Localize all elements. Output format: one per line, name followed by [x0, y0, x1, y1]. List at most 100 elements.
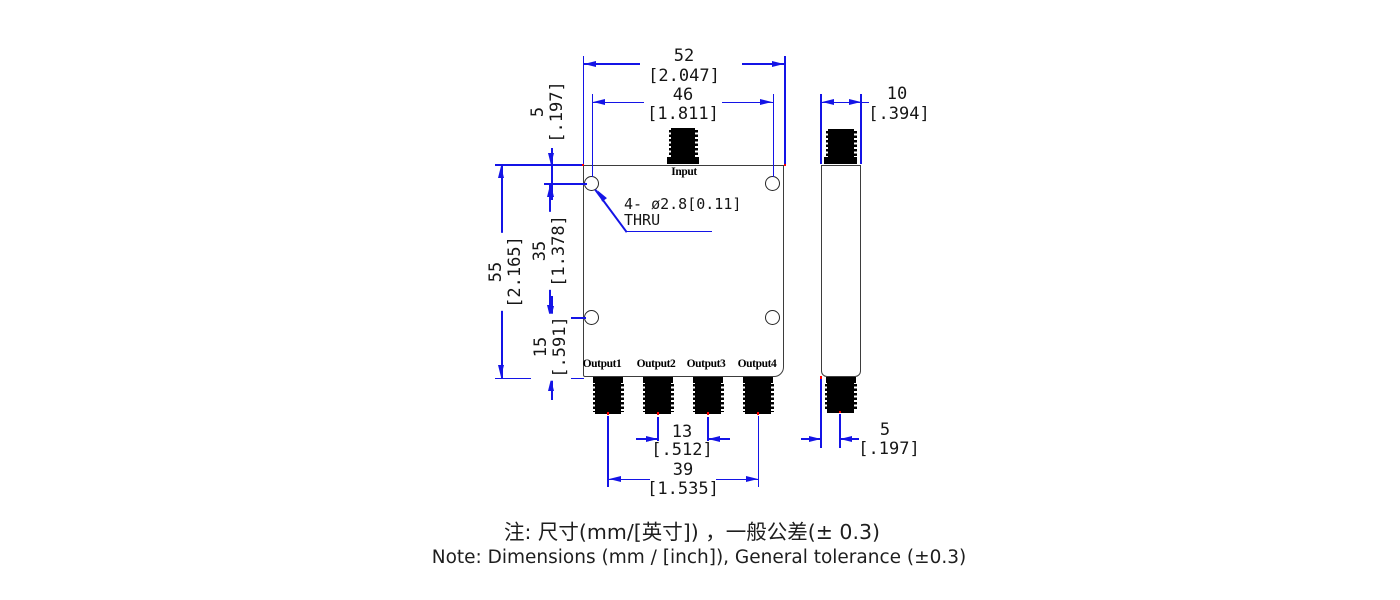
dim15-mm: 15 — [530, 336, 551, 358]
dim5top-ext-lower — [544, 183, 587, 185]
output2-knurl-right — [671, 384, 674, 412]
dim39-line-right — [716, 478, 758, 481]
side-view-body-outline — [821, 165, 861, 377]
output1-label: Output1 — [582, 358, 622, 370]
dim39-arrow-left — [609, 476, 621, 482]
dim46-arrow-right — [760, 99, 772, 105]
defpoint — [756, 412, 760, 415]
output3-connector-flange — [693, 377, 723, 383]
dim10-arrow-right — [849, 99, 861, 105]
side-input-connector-base — [824, 157, 857, 164]
output2-label: Output2 — [636, 358, 676, 370]
dim55-label: 55 [2.165] — [486, 233, 526, 311]
side-input-connector — [825, 129, 857, 162]
output4-connector — [742, 382, 774, 414]
dim15-arrow-up — [548, 379, 555, 391]
side-input-knurl-left — [825, 131, 828, 160]
output3-knurl-left — [692, 384, 695, 412]
defpoint — [581, 163, 585, 167]
dim5top-inch: [.197] — [547, 81, 567, 143]
dim39-mm: 39 — [670, 460, 696, 480]
output1-connector-flange — [593, 377, 623, 383]
dim13-ext-left — [657, 417, 659, 446]
input-connector-knurl-right — [695, 130, 698, 159]
defpoint — [838, 411, 842, 414]
output3-connector — [692, 382, 724, 414]
mounting-hole-bottom-right — [765, 310, 780, 325]
dim46-line-left — [592, 101, 644, 104]
dim39-ext-right — [757, 416, 760, 487]
note-english: Note: Dimensions (mm / [inch]), General … — [431, 547, 967, 568]
dim15-arrow-down — [548, 305, 555, 318]
dim39-ext-left — [607, 416, 609, 487]
side-input-knurl-right — [854, 131, 857, 160]
dim15-label: 15 [.591] — [530, 313, 571, 381]
dim46-line-right — [722, 101, 773, 104]
dim52-arrow-right — [772, 60, 784, 67]
input-connector — [668, 128, 698, 161]
input-connector-knurl-left — [668, 130, 671, 159]
dim10-arrow-left — [821, 99, 834, 105]
side-output-knurl-left — [824, 384, 827, 411]
dim52-mm: 52 — [671, 46, 697, 66]
dim35-inch: [1.378] — [549, 215, 569, 287]
dim10-mm: 10 — [884, 84, 910, 104]
input-connector-base — [667, 157, 699, 164]
dim52-inch: [2.047] — [646, 66, 722, 86]
dim35-mm: 35 — [530, 240, 550, 262]
dim5top-ext-upper — [495, 164, 584, 166]
dim52-line-right — [742, 63, 785, 65]
dim46-mm: 46 — [670, 85, 696, 105]
output3-label: Output3 — [686, 358, 726, 370]
dim5side-ext-center — [839, 414, 841, 448]
dim39-arrow-right — [746, 476, 758, 482]
dim52-arrow-left — [584, 60, 596, 67]
dim55-mm: 55 — [486, 261, 506, 283]
dim10-ext-right — [860, 94, 862, 164]
dim5side-inch: [.197] — [856, 439, 922, 459]
output2-connector — [642, 382, 674, 414]
hole-callout-underline — [627, 230, 712, 233]
dim52-ext-left — [582, 56, 585, 164]
dim39-line-left — [608, 478, 650, 481]
dim46-arrow-left — [593, 99, 605, 105]
side-output-connector-flange — [826, 377, 856, 383]
mounting-hole-top-right — [765, 176, 780, 191]
side-output-connector — [824, 382, 857, 413]
defpoint — [819, 376, 823, 379]
output1-knurl-right — [621, 384, 624, 412]
output4-label: Output4 — [737, 358, 777, 370]
front-view-body-outline — [583, 165, 784, 377]
dim46-inch: [1.811] — [645, 104, 721, 124]
output4-connector-flange — [743, 377, 773, 383]
dim35-label: 35 [1.378] — [530, 212, 570, 290]
output1-knurl-left — [592, 384, 595, 412]
dim35-arrow-top — [546, 185, 553, 197]
hole-callout-text: 4- ø2.8[0.11] — [624, 195, 742, 213]
dim5side-mm: 5 — [877, 420, 893, 440]
dim10-inch: [.394] — [866, 104, 932, 124]
dim10-ext-left — [820, 94, 822, 164]
output1-connector — [592, 382, 624, 414]
output2-connector-flange — [643, 377, 673, 383]
defpoint — [706, 412, 710, 415]
dim39-inch: [1.535] — [645, 479, 721, 499]
defpoint — [656, 412, 660, 415]
dim10-line — [820, 101, 869, 104]
dim5top-mm: 5 — [528, 106, 548, 118]
dim5top-label: 5 [.197] — [528, 78, 568, 146]
dim52-line-left — [583, 63, 640, 65]
dim55-arrow-top — [498, 166, 505, 178]
dim13-arrow-left — [646, 435, 658, 442]
dim13-ext-right — [707, 417, 709, 446]
output4-knurl-right — [771, 384, 774, 412]
input-port-label: Input — [671, 166, 697, 178]
dim5side-arrow-right — [840, 435, 852, 442]
dim55-inch: [2.165] — [505, 236, 525, 308]
dim5side-ext-left — [820, 379, 822, 448]
dim5side-arrow-left — [809, 435, 821, 442]
dim46-ext-right — [772, 94, 775, 177]
dim52-ext-right — [784, 56, 786, 164]
output4-knurl-left — [742, 384, 745, 412]
